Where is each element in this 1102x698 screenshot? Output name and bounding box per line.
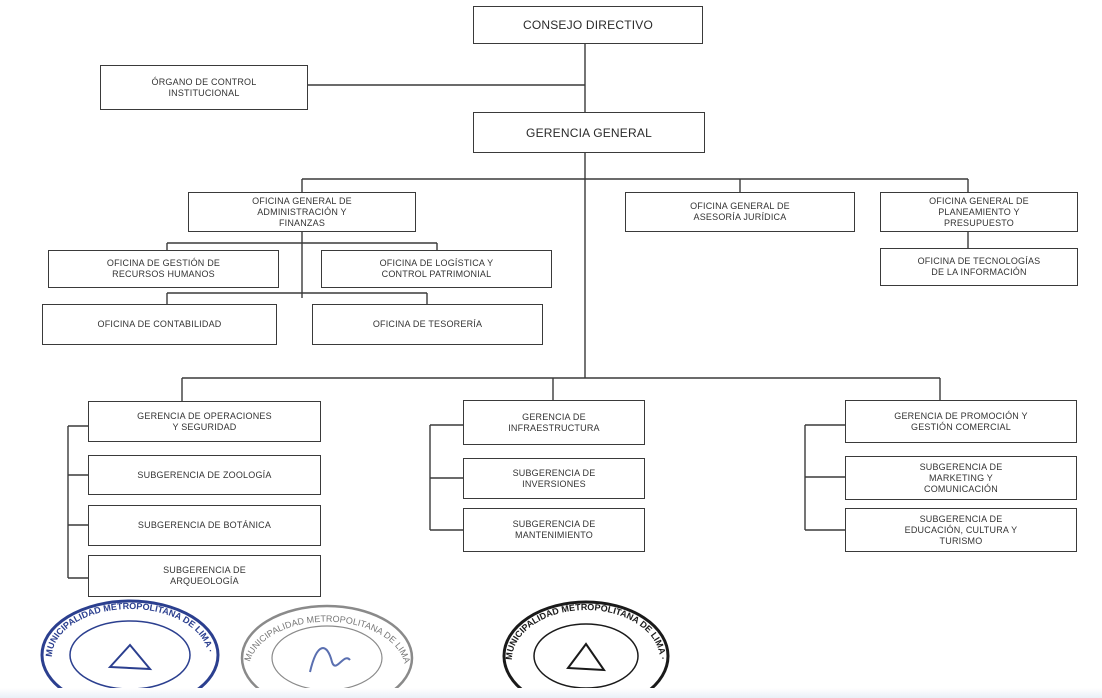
box-planeamiento: OFICINA GENERAL DE PLANEAMIENTO Y PRESUP… xyxy=(880,192,1078,232)
box-gerencia-general: GERENCIA GENERAL xyxy=(473,112,705,153)
box-mantenimiento: SUBGERENCIA DE MANTENIMIENTO xyxy=(463,508,645,552)
box-marketing: SUBGERENCIA DE MARKETING Y COMUNICACIÓN xyxy=(845,456,1077,500)
box-recursos-humanos: OFICINA DE GESTIÓN DE RECURSOS HUMANOS xyxy=(48,250,279,288)
box-arqueologia: SUBGERENCIA DE ARQUEOLOGÍA xyxy=(88,555,321,597)
box-organo-control: ÓRGANO DE CONTROL INSTITUCIONAL xyxy=(100,65,308,110)
seal-parque-las-leyendas: MUNICIPALIDAD METROPOLITANA DE LIMA · PA… xyxy=(232,602,422,694)
seal-gerencia-general: MUNICIPALIDAD METROPOLITANA DE LIMA · PA… xyxy=(30,597,230,691)
box-educacion-turismo: SUBGERENCIA DE EDUCACIÓN, CULTURA Y TURI… xyxy=(845,508,1077,552)
box-botanica: SUBGERENCIA DE BOTÁNICA xyxy=(88,505,321,546)
box-admin-finanzas: OFICINA GENERAL DE ADMINISTRACIÓN Y FINA… xyxy=(188,192,416,232)
box-logistica: OFICINA DE LOGÍSTICA Y CONTROL PATRIMONI… xyxy=(321,250,552,288)
box-inversiones: SUBGERENCIA DE INVERSIONES xyxy=(463,458,645,499)
box-infraestructura: GERENCIA DE INFRAESTRUCTURA xyxy=(463,400,645,445)
box-asesoria-juridica: OFICINA GENERAL DE ASESORÍA JURÍDICA xyxy=(625,192,855,232)
seal-asesoria-juridica: MUNICIPALIDAD METROPOLITANA DE LIMA · PA… xyxy=(496,598,676,694)
bottom-edge xyxy=(0,688,1102,698)
box-operaciones-seguridad: GERENCIA DE OPERACIONES Y SEGURIDAD xyxy=(88,401,321,442)
box-tecnologias: OFICINA DE TECNOLOGÍAS DE LA INFORMACIÓN xyxy=(880,248,1078,286)
box-consejo-directivo: CONSEJO DIRECTIVO xyxy=(473,6,703,44)
box-contabilidad: OFICINA DE CONTABILIDAD xyxy=(42,304,277,345)
svg-text:MUNICIPALIDAD METROPOLITANA DE: MUNICIPALIDAD METROPOLITANA DE LIMA · PA… xyxy=(232,602,412,665)
svg-text:MUNICIPALIDAD METROPOLITANA DE: MUNICIPALIDAD METROPOLITANA DE LIMA · PA… xyxy=(30,597,216,657)
box-promocion-comercial: GERENCIA DE PROMOCIÓN Y GESTIÓN COMERCIA… xyxy=(845,400,1077,443)
box-zoologia: SUBGERENCIA DE ZOOLOGÍA xyxy=(88,455,321,495)
box-tesoreria: OFICINA DE TESORERÍA xyxy=(312,304,543,345)
